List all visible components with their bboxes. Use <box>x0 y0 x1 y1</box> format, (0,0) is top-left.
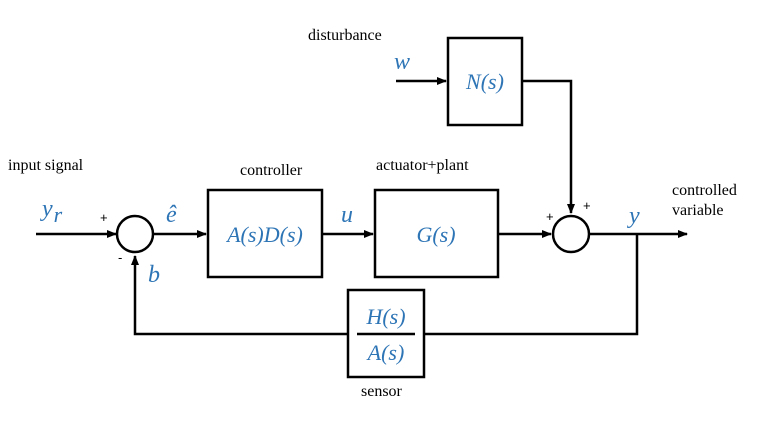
actuator-plant-label: actuator+plant <box>376 157 469 174</box>
sensor-label: sensor <box>361 383 403 400</box>
controller-label: controller <box>240 162 303 179</box>
sum2-top-plus-sign: + <box>583 198 591 213</box>
e-hat-symbol: ê <box>166 202 177 228</box>
sum2-left-plus-sign: + <box>546 209 554 224</box>
sum1-minus-sign: - <box>118 250 122 265</box>
feedback-wire-left <box>131 255 348 336</box>
controller-block <box>206 188 324 279</box>
sensor-denominator: A(s) <box>366 340 405 365</box>
sum1-plus-sign: + <box>100 210 108 225</box>
input-signal-label: input signal <box>8 157 84 174</box>
disturbance-block <box>446 36 524 127</box>
yr-subscript: r <box>54 202 63 227</box>
sensor-numerator: H(s) <box>365 304 405 329</box>
summing-junction-1 <box>115 214 155 254</box>
feedback-wire-right <box>424 234 639 336</box>
y-symbol: y <box>627 203 640 229</box>
b-symbol: b <box>148 262 160 288</box>
plant-block <box>373 188 500 279</box>
plant-tf: G(s) <box>416 222 455 247</box>
disturbance-out-wire <box>522 79 575 214</box>
controller-tf: A(s)D(s) <box>225 222 303 247</box>
yr-symbol: yr <box>40 196 63 227</box>
u-symbol: u <box>341 202 353 228</box>
controlled-variable-label-2: variable <box>672 202 724 219</box>
summing-junction-2 <box>551 214 591 254</box>
yr-base: y <box>40 196 53 222</box>
controlled-variable-label-1: controlled <box>672 182 737 199</box>
disturbance-tf: N(s) <box>465 69 504 94</box>
disturbance-label: disturbance <box>308 27 382 44</box>
w-symbol: w <box>394 49 410 75</box>
